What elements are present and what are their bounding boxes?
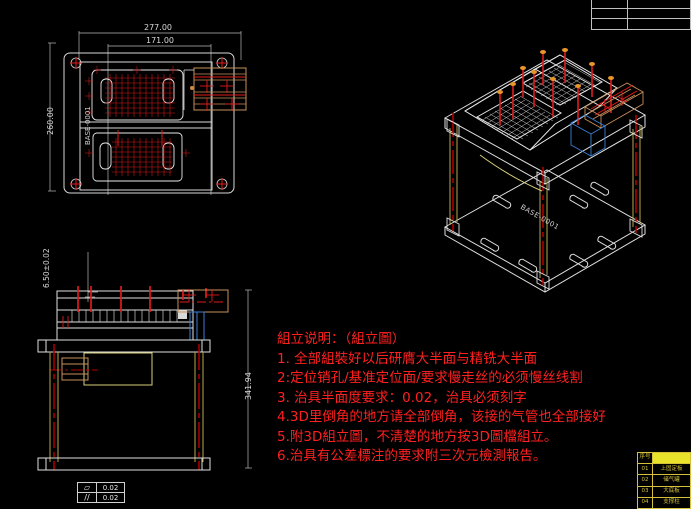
note-5: 5.附3D組立圖，不清楚的地方按3D圖檔組立。 <box>277 428 558 445</box>
front-view-geometry <box>37 252 252 471</box>
bom-row[interactable]: 02 储气罐 <box>638 475 690 487</box>
bom-item-name: 上固定板 <box>660 465 683 472</box>
bom-header-name <box>653 453 690 464</box>
bom-header-row: 序号 <box>638 453 690 465</box>
bom-item-no: 03 <box>638 486 653 497</box>
note-4: 4.3D里倒角的地方请全部倒角，该接的气管也全部接好 <box>277 409 606 425</box>
note-title: 組立说明：（組立圖） <box>277 331 406 347</box>
revision-table-row <box>592 19 690 29</box>
bom-item-no: 02 <box>638 475 653 486</box>
front-view: 6.50±0.02 341.94 <box>0 240 280 509</box>
bom-header-no: 序号 <box>638 453 653 464</box>
bom-row[interactable]: 01 上固定板 <box>638 464 690 476</box>
gdt-frames: ▱ 0.02 // 0.02 <box>77 482 125 503</box>
bom-item-no: 04 <box>638 497 653 509</box>
iso-view-geometry <box>443 48 647 293</box>
isometric-view: BASE-0001 <box>395 35 675 315</box>
dimension-34194: 341.94 <box>244 372 253 400</box>
note-1: 1. 全部組裝好以后研膺大半面与精铣大半面 <box>277 350 538 367</box>
revision-table <box>591 0 691 30</box>
revision-table-row <box>592 9 690 19</box>
bill-of-materials-table[interactable]: 序号 01 上固定板 02 储气罐 03 大底板 04 支撑柱 <box>637 452 691 509</box>
top-view: 277.00 171.00 260.00 BASE-0001 <box>0 0 300 230</box>
dimension-277: 277.00 <box>144 23 172 32</box>
dimension-260: 260.00 <box>46 107 55 135</box>
bom-item-no: 01 <box>638 464 653 475</box>
bom-item-name: 支撑柱 <box>663 499 680 506</box>
note-6: 6.治具有公差標注的要求附三次元檢測報告。 <box>277 448 547 464</box>
revision-table-row <box>592 0 690 9</box>
revision-cell <box>628 9 690 18</box>
assembly-notes: 組立说明：（組立圖） 1. 全部組裝好以后研膺大半面与精铣大半面 2:定位销孔/… <box>277 330 677 467</box>
bom-item-name: 储气罐 <box>663 476 680 483</box>
parallelism-icon: // <box>78 493 97 502</box>
revision-cell <box>592 19 628 29</box>
note-2: 2:定位销孔/基准定位面/要求慢走丝的必须慢丝线割 <box>277 370 583 386</box>
gdt-flatness-frame: ▱ 0.02 <box>77 482 125 493</box>
revision-cell <box>592 0 628 8</box>
parallelism-tolerance: 0.02 <box>102 493 119 502</box>
revision-cell <box>592 9 628 18</box>
manifold-detail <box>183 67 247 111</box>
note-3: 3. 治具半面度要求：0.02，治具必须刻字 <box>277 389 527 406</box>
flatness-tolerance: 0.02 <box>102 483 119 492</box>
revision-cell <box>628 19 690 29</box>
dimension-171: 171.00 <box>146 36 174 45</box>
revision-cell <box>628 0 690 8</box>
bom-row[interactable]: 04 支撑柱 <box>638 497 690 509</box>
bom-row[interactable]: 03 大底板 <box>638 486 690 498</box>
flatness-icon: ▱ <box>78 483 97 492</box>
top-view-geometry <box>48 31 247 195</box>
top-view-part-label: BASE-0001 <box>84 106 92 145</box>
gdt-parallelism-frame: // 0.02 <box>77 492 125 503</box>
bom-item-name: 大底板 <box>663 487 680 494</box>
dimension-650: 6.50±0.02 <box>42 248 51 288</box>
